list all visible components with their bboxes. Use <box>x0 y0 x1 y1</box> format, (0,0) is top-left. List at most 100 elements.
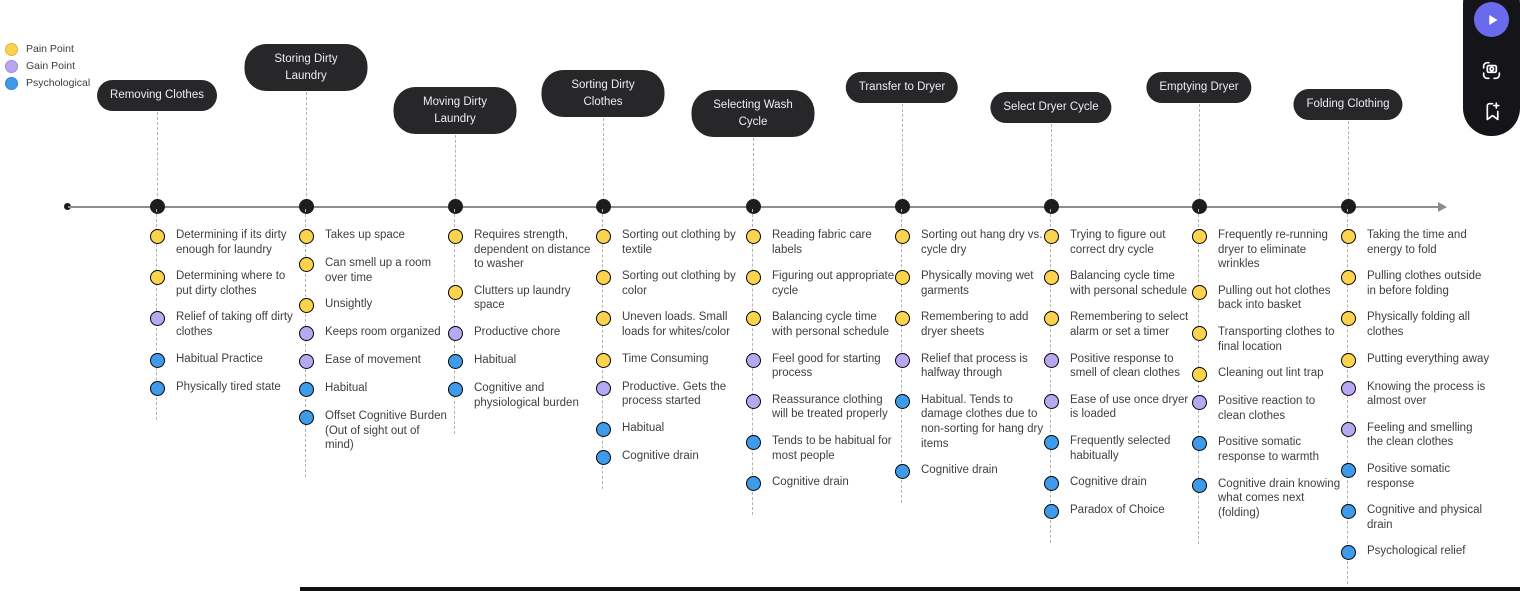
journey-item[interactable]: Feeling and smelling the clean clothes <box>1341 421 1493 450</box>
journey-item[interactable]: Physically tired state <box>150 380 302 396</box>
journey-item[interactable]: Remembering to add dryer sheets <box>895 310 1047 339</box>
journey-item[interactable]: Balancing cycle time with personal sched… <box>1044 269 1196 298</box>
journey-item[interactable]: Time Consuming <box>596 352 748 368</box>
gain-dot-icon <box>596 380 611 396</box>
journey-item[interactable]: Trying to figure out correct dry cycle <box>1044 228 1196 257</box>
journey-item[interactable]: Frequently re-running dryer to eliminate… <box>1192 228 1344 272</box>
screenshot-button[interactable] <box>1480 58 1504 82</box>
journey-item[interactable]: Putting everything away <box>1341 352 1493 368</box>
journey-item[interactable]: Ease of use once dryer is loaded <box>1044 393 1196 422</box>
journey-item[interactable]: Remembering to select alarm or set a tim… <box>1044 310 1196 339</box>
journey-item[interactable]: Productive. Gets the process started <box>596 380 748 409</box>
journey-item[interactable]: Sorting out clothing by textile <box>596 228 748 257</box>
journey-item[interactable]: Psychological relief <box>1341 544 1493 561</box>
journey-item[interactable]: Cognitive drain <box>1044 475 1196 492</box>
psych-dot-icon <box>1044 434 1059 450</box>
stage-pill-7[interactable]: Select Dryer Cycle <box>990 92 1112 123</box>
legend-item-gain: Gain Point <box>5 60 90 73</box>
stage-connector-line <box>1050 124 1052 206</box>
journey-item[interactable]: Cognitive and physical drain <box>1341 503 1493 532</box>
journey-item[interactable]: Reading fabric care labels <box>746 228 898 257</box>
pain-dot-icon <box>895 270 910 286</box>
psych-dot-icon <box>895 393 910 409</box>
journey-item[interactable]: Sorting out clothing by color <box>596 269 748 298</box>
stage-pill-2[interactable]: Storing Dirty Laundry <box>244 44 368 92</box>
journey-item[interactable]: Paradox of Choice <box>1044 503 1196 520</box>
journey-item[interactable]: Requires strength, dependent on distance… <box>448 228 600 272</box>
journey-item[interactable]: Sorting out hang dry vs. cycle dry <box>895 228 1047 257</box>
pain-dot-icon <box>895 311 910 327</box>
gain-dot-icon <box>1192 395 1207 411</box>
journey-item-text: Habitual <box>622 421 665 434</box>
journey-item-text: Habitual <box>474 353 517 366</box>
journey-item[interactable]: Cognitive and physiological burden <box>448 381 600 410</box>
journey-item[interactable]: Cleaning out lint trap <box>1192 366 1344 383</box>
stage-pill-9[interactable]: Folding Clothing <box>1293 89 1403 120</box>
timeline-stage-dot <box>149 199 165 214</box>
psych-dot-icon <box>746 434 761 450</box>
journey-item[interactable]: Transporting clothes to final location <box>1192 325 1344 354</box>
timeline-arrowhead-icon <box>1438 202 1447 212</box>
stage-pill-8[interactable]: Emptying Dryer <box>1146 72 1252 103</box>
journey-item[interactable]: Can smell up a room over time <box>299 256 451 285</box>
journey-item-text: Cognitive and physical drain <box>1367 504 1483 531</box>
journey-item-text: Uneven loads. Small loads for whites/col… <box>622 311 731 338</box>
stage-pill-6[interactable]: Transfer to Dryer <box>845 72 959 103</box>
journey-item[interactable]: Habitual. Tends to damage clothes due to… <box>895 393 1047 451</box>
bottom-edge-bar <box>300 587 1520 591</box>
bookmark-add-button[interactable] <box>1480 99 1504 123</box>
journey-item-text: Productive chore <box>474 325 561 338</box>
journey-item[interactable]: Relief of taking off dirty clothes <box>150 310 302 339</box>
journey-item[interactable]: Habitual <box>596 421 748 437</box>
journey-item[interactable]: Taking the time and energy to fold <box>1341 228 1493 257</box>
journey-item[interactable]: Keeps room organized <box>299 325 451 342</box>
journey-item[interactable]: Frequently selected habitually <box>1044 434 1196 463</box>
journey-item[interactable]: Takes up space <box>299 228 451 244</box>
journey-item[interactable]: Positive somatic response to warmth <box>1192 435 1344 464</box>
stage-pill-3[interactable]: Moving Dirty Laundry <box>393 87 517 135</box>
journey-item-text: Ease of use once dryer is loaded <box>1070 393 1189 421</box>
journey-item[interactable]: Ease of movement <box>299 353 451 370</box>
pain-dot-icon <box>1341 270 1356 286</box>
journey-item[interactable]: Physically moving wet garments <box>895 269 1047 298</box>
stage-pill-1[interactable]: Removing Clothes <box>97 80 217 111</box>
journey-item[interactable]: Cognitive drain knowing what comes next … <box>1192 477 1344 521</box>
journey-item[interactable]: Positive reaction to clean clothes <box>1192 394 1344 423</box>
journey-item[interactable]: Cognitive drain <box>895 463 1047 480</box>
journey-item[interactable]: Knowing the process is almost over <box>1341 380 1493 409</box>
journey-item[interactable]: Cognitive drain <box>746 475 898 492</box>
journey-item[interactable]: Reassurance clothing will be treated pro… <box>746 393 898 422</box>
journey-item[interactable]: Determining where to put dirty clothes <box>150 269 302 298</box>
journey-item-text: Physically folding all clothes <box>1367 311 1470 338</box>
journey-item[interactable]: Balancing cycle time with personal sched… <box>746 310 898 339</box>
stage-items: Requires strength, dependent on distance… <box>448 228 600 410</box>
journey-item[interactable]: Habitual <box>299 381 451 398</box>
pain-dot-icon <box>1044 311 1059 327</box>
journey-item[interactable]: Habitual <box>448 353 600 369</box>
pain-dot-icon <box>1192 325 1207 341</box>
journey-item[interactable]: Tends to be habitual for most people <box>746 434 898 463</box>
journey-item-text: Cognitive drain <box>772 476 849 489</box>
journey-item[interactable]: Uneven loads. Small loads for whites/col… <box>596 310 748 339</box>
journey-item[interactable]: Clutters up laundry space <box>448 284 600 313</box>
journey-item[interactable]: Productive chore <box>448 325 600 341</box>
journey-item[interactable]: Positive response to smell of clean clot… <box>1044 352 1196 381</box>
journey-item[interactable]: Pulling out hot clothes back into basket <box>1192 284 1344 313</box>
psych-dot-icon <box>1341 462 1356 478</box>
stage-pill-5[interactable]: Selecting Wash Cycle <box>691 90 815 138</box>
play-button[interactable] <box>1474 2 1509 37</box>
journey-item[interactable]: Determining if its dirty enough for laun… <box>150 228 302 257</box>
journey-item[interactable]: Positive somatic response <box>1341 462 1493 491</box>
journey-item[interactable]: Feel good for starting process <box>746 352 898 381</box>
journey-item[interactable]: Physically folding all clothes <box>1341 310 1493 339</box>
journey-item[interactable]: Pulling clothes outside in before foldin… <box>1341 269 1493 298</box>
journey-item[interactable]: Figuring out appropriate cycle <box>746 269 898 298</box>
journey-item[interactable]: Unsightly <box>299 297 451 314</box>
journey-item[interactable]: Habitual Practice <box>150 352 302 368</box>
journey-item[interactable]: Offset Cognitive Burden (Out of sight ou… <box>299 409 451 453</box>
journey-item[interactable]: Relief that process is halfway through <box>895 352 1047 381</box>
stage-pill-4[interactable]: Sorting Dirty Clothes <box>541 70 665 118</box>
journey-item[interactable]: Cognitive drain <box>596 449 748 465</box>
